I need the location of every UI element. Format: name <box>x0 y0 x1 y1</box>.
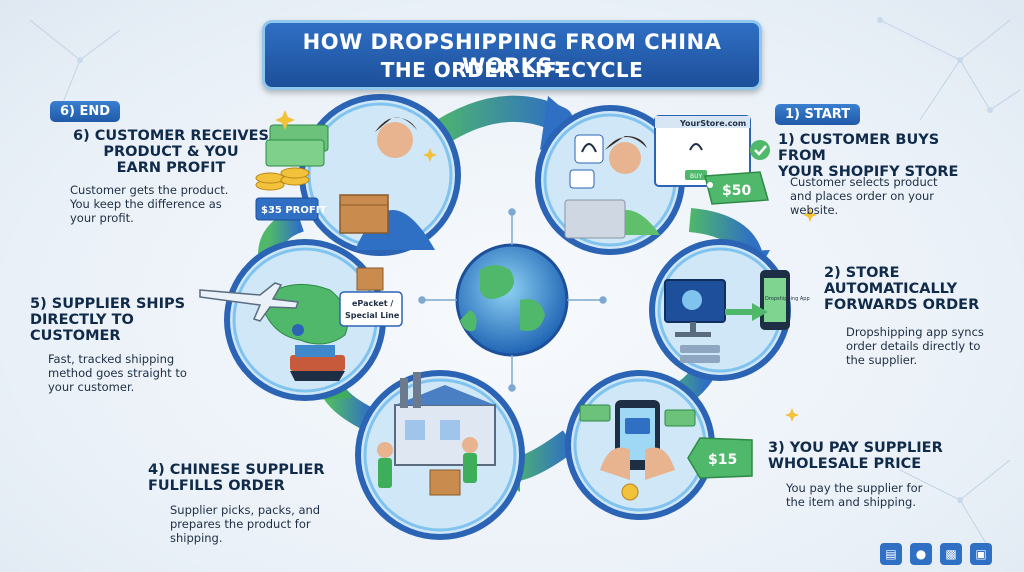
title-box <box>262 20 762 90</box>
step-6-heading: 6) CUSTOMER RECEIVES PRODUCT & YOU EARN … <box>56 128 286 176</box>
step-1-desc-line: and places order on your <box>790 189 935 203</box>
price-tag-store-label: $50 <box>722 183 751 199</box>
step-4-desc-line: Supplier picks, packs, and <box>170 503 321 517</box>
step-2-desc-line: order details directly to <box>846 339 981 353</box>
step-5-desc-line: method goes straight to <box>48 366 187 380</box>
step-1-description: Customer selects product and places orde… <box>790 175 990 217</box>
step-3-heading: 3) YOU PAY SUPPLIER WHOLESALE PRICE <box>768 440 998 472</box>
store-url-label: YourStore.com <box>679 119 746 128</box>
step-6-desc-line: You keep the difference as <box>70 197 222 211</box>
briefcase-icon: ▣ <box>970 543 992 565</box>
step-2-desc-line: the supplier. <box>846 353 918 367</box>
app-label: Dropshipping App <box>765 296 810 302</box>
step-4-heading-line: FULFILLS ORDER <box>148 478 285 494</box>
step-2-desc-line: Dropshipping app syncs <box>846 325 984 339</box>
step-6-desc-line: your profit. <box>70 211 134 225</box>
chart-icon: ▩ <box>940 543 962 565</box>
step-3-description: You pay the supplier for the item and sh… <box>786 481 986 509</box>
step-6-desc-line: Customer gets the product. <box>70 183 229 197</box>
step-2-heading-line: FORWARDS ORDER <box>824 297 980 313</box>
step-1-desc-line: Customer selects product <box>790 175 938 189</box>
footer-icon-bar: ▤ ● ▩ ▣ <box>880 543 992 565</box>
document-icon: ▤ <box>880 543 902 565</box>
step-3-heading-line: WHOLESALE PRICE <box>768 456 922 472</box>
badge-end: 6) END <box>50 101 121 122</box>
step-5-heading-line: 5) SUPPLIER SHIPS <box>30 296 186 312</box>
sparkles <box>275 110 817 422</box>
step-4-desc-line: prepares the product for <box>170 517 311 531</box>
scene-step-2 <box>664 270 790 363</box>
shipping-label-line1: ePacket / <box>352 299 393 308</box>
title-banner: HOW DROPSHIPPING FROM CHINA WORKS: THE O… <box>262 20 762 90</box>
step-2-heading: 2) STORE AUTOMATICALLY FORWARDS ORDER <box>824 265 1014 313</box>
step-3-heading-line: 3) YOU PAY SUPPLIER <box>768 440 943 456</box>
profit-banner <box>255 197 319 221</box>
step-4-description: Supplier picks, packs, and prepares the … <box>170 503 370 545</box>
center-globe <box>455 243 569 357</box>
step-5-heading-line: DIRECTLY TO <box>30 312 134 328</box>
plane-icon <box>199 282 300 322</box>
title-line-2: THE ORDER LIFECYCLE <box>380 58 644 82</box>
buy-button-label: BUY <box>690 173 703 180</box>
scene-step-6 <box>255 117 435 250</box>
step-5-desc-line: Fast, tracked shipping <box>48 352 175 366</box>
price-tag-supplier-label: $15 <box>708 452 737 468</box>
step-3-desc-line: You pay the supplier for <box>786 481 923 495</box>
title-line-1: HOW DROPSHIPPING FROM CHINA WORKS: <box>302 30 722 78</box>
scene-step-1 <box>564 115 751 239</box>
step-2-heading-line: AUTOMATICALLY <box>824 281 958 297</box>
globe-connectors <box>418 208 607 392</box>
step-1-heading: 1) CUSTOMER BUYS FROM YOUR SHOPIFY STORE <box>778 132 978 180</box>
step-6-description: Customer gets the product. You keep the … <box>70 183 270 225</box>
step-2-heading-line: 2) STORE <box>824 265 900 281</box>
scene-step-3 <box>579 400 696 501</box>
step-5-heading-line: CUSTOMER <box>30 328 121 344</box>
step-5-heading: 5) SUPPLIER SHIPS DIRECTLY TO CUSTOMER <box>30 296 230 344</box>
step-5-description: Fast, tracked shipping method goes strai… <box>48 352 228 394</box>
step-4-heading: 4) CHINESE SUPPLIER FULFILLS ORDER <box>148 462 348 494</box>
user-icon: ● <box>910 543 932 565</box>
scene-step-4 <box>377 372 496 496</box>
circle-inner-rings <box>232 102 783 532</box>
step-6-heading-line: EARN PROFIT <box>116 160 226 176</box>
step-4-desc-line: shipping. <box>170 531 223 545</box>
step-4-heading-line: 4) CHINESE SUPPLIER <box>148 462 325 478</box>
step-6-heading-line: 6) CUSTOMER RECEIVES <box>73 128 269 144</box>
shipping-label-box <box>339 267 403 327</box>
price-tag-store <box>704 171 769 205</box>
step-5-desc-line: your customer. <box>48 380 135 394</box>
check-badge <box>750 140 770 160</box>
price-tag-supplier <box>687 437 753 479</box>
step-2-description: Dropshipping app syncs order details dir… <box>846 325 1016 367</box>
badge-start: 1) START <box>775 104 861 125</box>
step-3-desc-line: the item and shipping. <box>786 495 916 509</box>
step-1-heading-line: 1) CUSTOMER BUYS FROM <box>778 132 940 164</box>
shipping-label-line2: Special Line <box>345 311 400 320</box>
step-1-desc-line: website. <box>790 203 839 217</box>
step-6-heading-line: PRODUCT & YOU <box>103 144 239 160</box>
profit-label: $35 PROFIT <box>261 205 326 216</box>
step-1-heading-line: YOUR SHOPIFY STORE <box>778 164 959 180</box>
